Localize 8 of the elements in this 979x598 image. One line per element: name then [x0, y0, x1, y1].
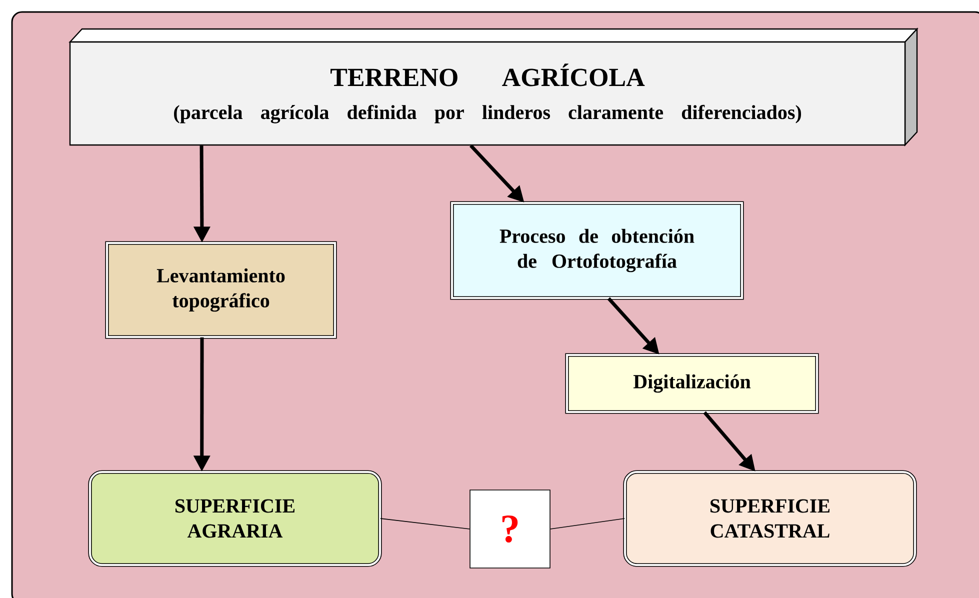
process-box: Digitalización	[565, 353, 819, 414]
process-box: Levantamiento topográfico	[105, 241, 337, 339]
process-box: Proceso de obtención de Ortofotografía	[450, 201, 744, 300]
connector-line	[380, 518, 470, 530]
result-box: SUPERFICIE CATASTRAL	[623, 470, 917, 567]
connector-line	[550, 518, 625, 530]
result-box: SUPERFICIE AGRARIA	[88, 470, 382, 567]
question-box: ?	[470, 490, 550, 568]
